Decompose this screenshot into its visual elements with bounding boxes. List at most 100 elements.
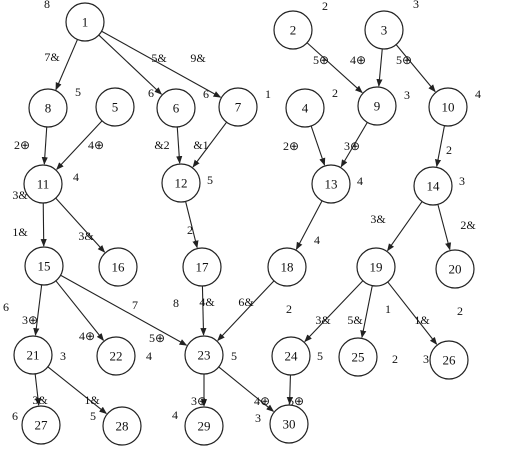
edge-15-to-23 [60, 274, 188, 346]
edge-19-to-26 [387, 281, 438, 345]
node-8: 85 [28, 85, 81, 128]
edge-6-to-12 [176, 126, 183, 164]
edge-label-23-to-30: 4⊕ [254, 394, 270, 408]
edge-2-to-9 [306, 42, 363, 94]
edge-3-to-10 [395, 44, 436, 93]
node-circle [356, 247, 396, 287]
node-circle [338, 337, 378, 377]
node-circle [413, 166, 453, 206]
edge-10-to-14 [434, 125, 445, 168]
loose-label: 3& [12, 188, 28, 202]
node-weight-label: 1 [265, 87, 271, 101]
node-weight-label: 6 [148, 86, 154, 100]
edge-14-to-20 [437, 204, 452, 251]
edge-1-to-7 [101, 30, 222, 98]
node-circle [435, 249, 475, 289]
loose-label: 7 [132, 298, 138, 312]
node-1: 18 [44, 0, 105, 42]
node-circle [357, 86, 397, 126]
edge-4-to-13 [310, 125, 326, 166]
node-circle [161, 163, 201, 203]
node-circle [364, 10, 404, 50]
edge-label-2-to-9: 5⊕ [313, 53, 329, 67]
edge-15-to-21 [33, 284, 43, 336]
edge-label-21-to-28: 1& [84, 393, 100, 407]
edge-label-18-to-23: 6& [238, 295, 254, 309]
node-id-label: 30 [283, 417, 296, 432]
edge-label-19-to-24: 3& [315, 313, 331, 327]
edge-11-to-16 [55, 197, 106, 253]
node-id-label: 10 [442, 100, 455, 115]
node-id-label: 17 [196, 260, 210, 275]
edge-label-3-to-10: 5⊕ [396, 53, 412, 67]
edge-label-24-to-30: 5⊕ [288, 394, 304, 408]
node-weight-label: 5 [231, 349, 237, 363]
node-circle [156, 88, 196, 128]
node-7: 71 [218, 87, 271, 127]
edge-label-12-to-17: 2 [187, 223, 193, 237]
edge-label-15-to-21: 3⊕ [22, 313, 38, 327]
node-weight-label: 4 [146, 349, 152, 363]
node-weight-label: 3 [404, 88, 410, 102]
edge-18-to-23 [217, 280, 275, 342]
node-circle [102, 406, 142, 446]
node-id-label: 3 [381, 23, 388, 38]
edge-label-14-to-19: 3& [370, 212, 386, 226]
node-circle [269, 404, 309, 444]
node-17: 17 8 [173, 247, 222, 310]
edge-17-to-23 [200, 285, 207, 336]
node-circle [429, 340, 469, 380]
node-19: 19 [356, 247, 396, 287]
node-weight-label: 6 [12, 409, 18, 423]
node-weight-label: 2 [457, 304, 463, 318]
node-circle [98, 247, 138, 287]
node-id-label: 18 [281, 260, 294, 275]
node-weight-label: 8 [173, 296, 179, 310]
node-9: 93 [357, 86, 410, 126]
node-id-label: 11 [37, 177, 50, 192]
node-3: 33 [364, 0, 419, 50]
node-id-label: 26 [443, 353, 457, 368]
node-circle [428, 87, 468, 127]
edge-label-13-to-18: 4 [314, 233, 320, 247]
edge-label-6-to-12: &2 [154, 138, 169, 152]
edge-label-11-to-15: 1& [12, 225, 28, 239]
node-weight-label: 2 [392, 352, 398, 366]
node-weight-label: 4 [172, 408, 178, 422]
edge-15-to-22 [55, 280, 104, 341]
edge-label-17-to-23: 4& [199, 295, 215, 309]
node-id-label: 16 [112, 260, 126, 275]
node-id-label: 22 [110, 349, 123, 364]
node-weight-label: 4 [357, 174, 363, 188]
node-weight-label: 6 [3, 300, 9, 314]
edge-label-5-to-11: 4⊕ [88, 138, 104, 152]
edge-label-3-to-9: 4⊕ [350, 53, 366, 67]
node-id-label: 7 [235, 100, 242, 115]
node-id-label: 28 [116, 419, 129, 434]
node-circle [184, 406, 224, 446]
node-id-label: 13 [325, 177, 338, 192]
node-id-label: 1 [82, 15, 89, 30]
edge-label-1-to-8: 7& [44, 50, 60, 64]
edge-21-to-28 [47, 366, 107, 415]
node-20: 202 [435, 249, 475, 318]
node-id-label: 5 [112, 100, 119, 115]
edge-label-10-to-14: 2 [446, 143, 452, 157]
edge-label-8-to-11: 2⊕ [14, 138, 30, 152]
edges-layer [33, 30, 452, 415]
node-15: 156 [3, 246, 64, 314]
node-weight-label: 3 [423, 352, 429, 366]
node-id-label: 2 [290, 23, 297, 38]
node-circle [23, 164, 63, 204]
node-circle [96, 336, 136, 376]
node-id-label: 12 [175, 176, 188, 191]
edge-label-23-to-29: 3⊕ [191, 394, 207, 408]
node-weight-label: 5 [207, 173, 213, 187]
